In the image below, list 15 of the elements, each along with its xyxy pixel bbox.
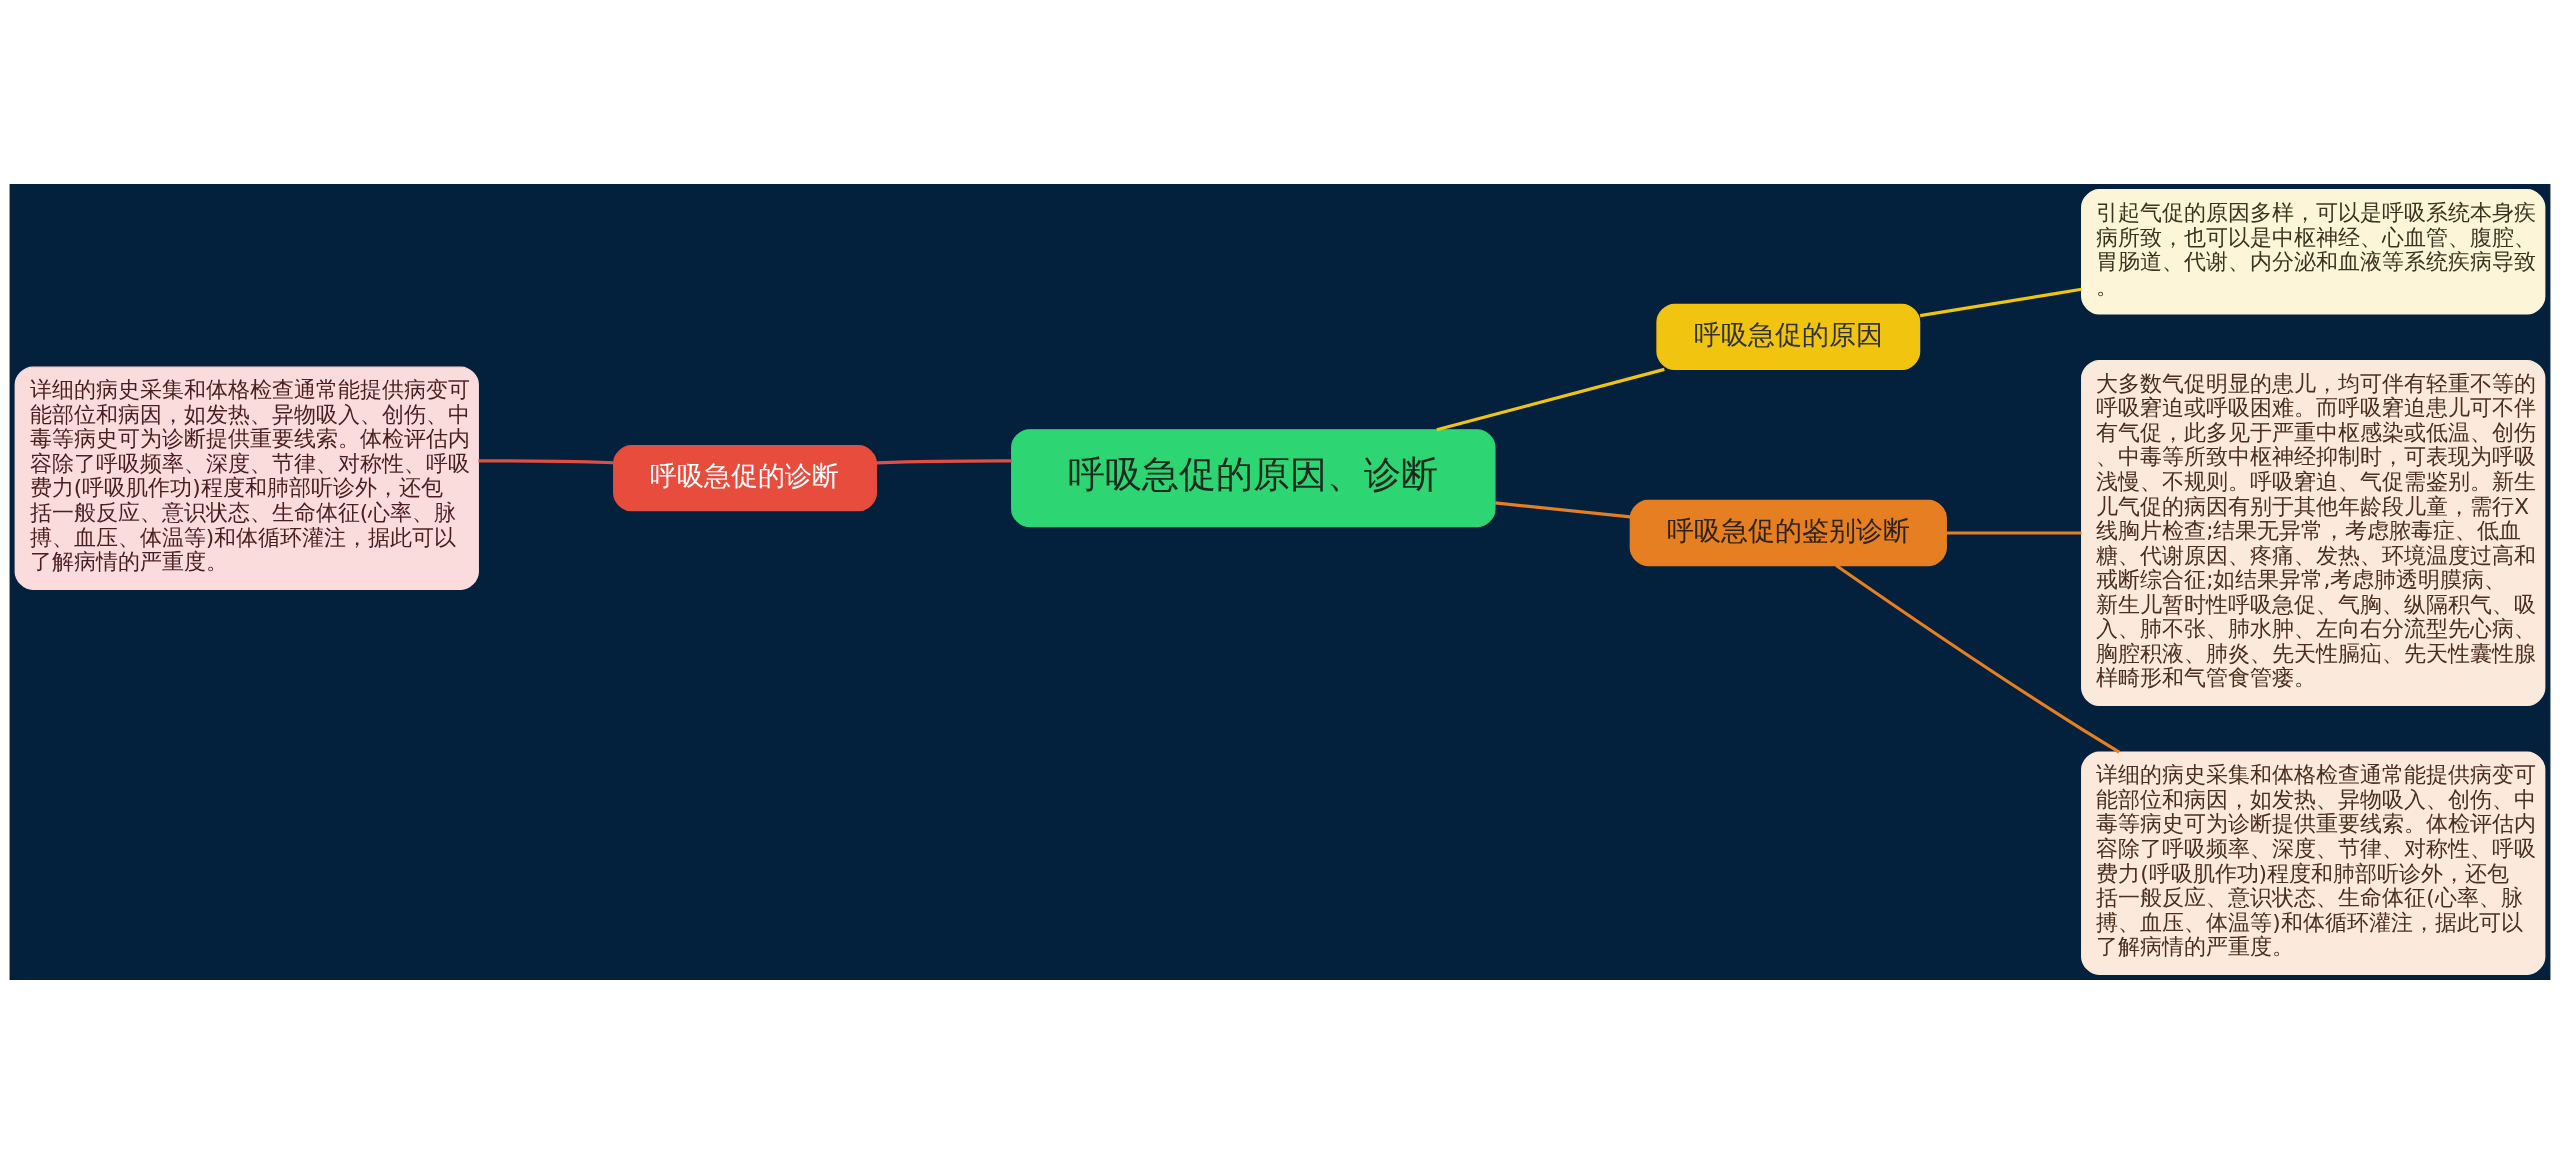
node-box: 呼吸急促的原因 bbox=[1656, 303, 1921, 370]
node-box: 引起气促的原因多样，可以是呼吸系统本身疾病所致，也可以是中枢神经、心血管、腹腔、胃肠道、代谢、内分泌和血液等系统疾病导致。 bbox=[2081, 188, 2546, 314]
node-box: 呼吸急促的诊断 bbox=[613, 444, 877, 511]
connector bbox=[1835, 563, 2121, 753]
node-box: 呼吸急促的原因、诊断 bbox=[1011, 428, 1496, 527]
connector bbox=[1919, 287, 2082, 317]
connector bbox=[1494, 500, 1631, 518]
node-box: 详细的病史采集和体格检查通常能提供病变可能部位和病因，如发热、异物吸入、创伤、中毒等病史可为诊断提供重要线索。体检评估内容除了呼吸频率、深度、节律、对称性、呼吸费力(呼吸肌作功)程度和肺部听诊外，还包括一般反应、意识状态、生命体征(心率、脉搏、血压、体温等)和体循环灌注，据此可以了解病情的严重度。 bbox=[14, 365, 479, 590]
connector bbox=[1946, 530, 2082, 535]
connector bbox=[876, 458, 1012, 464]
node-box: 呼吸急促的鉴别诊断 bbox=[1629, 499, 1947, 566]
node-box: 大多数气促明显的患儿，均可伴有轻重不等的呼吸窘迫或呼吸困难。而呼吸窘迫患儿可不伴有气促，此多见于严重中枢感染或低温、创伤、中毒等所致中枢神经抑制时，可表现为呼吸浅慢、不规则。呼吸窘迫、气促需鉴别。新生儿气促的病因有别于其他年龄段儿童，需行X线胸片检查;结果无异常，考虑脓毒症、低血糖、代谢原因、疼痛、发热、环境温度过高和戒断综合征;如结果异常,考虑肺透明膜病、新生儿暂时性呼吸急促、气胸、纵隔积气、吸入、肺不张、肺水肿、左向右分流型先心病、胸腔积液、肺炎、先天性膈疝、先天性囊性腺样畸形和气管食管瘘。 bbox=[2081, 359, 2546, 706]
node-box: 详细的病史采集和体格检查通常能提供病变可能部位和病因，如发热、异物吸入、创伤、中毒等病史可为诊断提供重要线索。体检评估内容除了呼吸频率、深度、节律、对称性、呼吸费力(呼吸肌作功)程度和肺部听诊外，还包括一般反应、意识状态、生命体征(心率、脉搏、血压、体温等)和体循环灌注，据此可以了解病情的严重度。 bbox=[2081, 750, 2546, 975]
connector bbox=[1436, 367, 1665, 431]
connector bbox=[478, 458, 614, 464]
